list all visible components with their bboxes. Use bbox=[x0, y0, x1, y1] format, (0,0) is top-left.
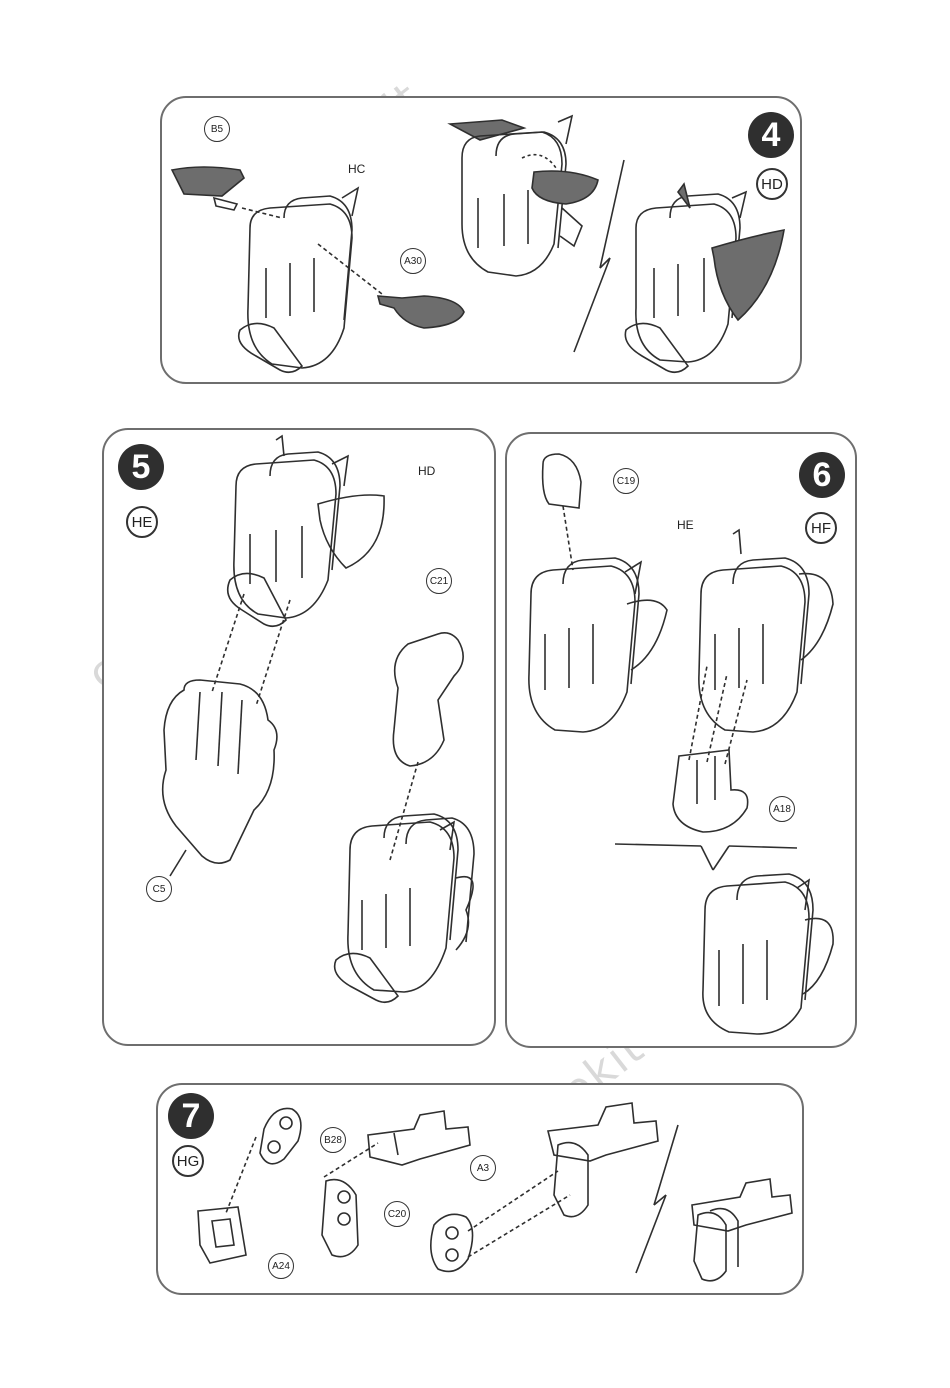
arrow-label: HC bbox=[348, 162, 365, 176]
step-4-illustration bbox=[162, 98, 804, 386]
step-number-badge: 6 bbox=[799, 452, 845, 498]
part-label-c5: C5 bbox=[146, 876, 172, 902]
part-label-c19: C19 bbox=[613, 468, 639, 494]
part-label-c20: C20 bbox=[384, 1201, 410, 1227]
group-label: HD bbox=[756, 168, 788, 200]
group-label: HF bbox=[805, 512, 837, 544]
part-label-a18: A18 bbox=[769, 796, 795, 822]
part-label-a3: A3 bbox=[470, 1155, 496, 1181]
group-label: HE bbox=[126, 506, 158, 538]
step-number-badge: 7 bbox=[168, 1093, 214, 1139]
part-label-b5: B5 bbox=[204, 116, 230, 142]
arrow-label: HD bbox=[418, 464, 435, 478]
step-7-illustration bbox=[158, 1085, 806, 1297]
part-label-a24: A24 bbox=[268, 1253, 294, 1279]
step-4-panel: 4 HD B5 A30 HC bbox=[160, 96, 802, 384]
step-6-panel: 6 HF C19 A18 HE bbox=[505, 432, 857, 1048]
part-label-b28: B28 bbox=[320, 1127, 346, 1153]
part-label-a30: A30 bbox=[400, 248, 426, 274]
group-label: HG bbox=[172, 1145, 204, 1177]
part-label-c21: C21 bbox=[426, 568, 452, 594]
step-7-panel: 7 HG B28 A3 C20 A24 bbox=[156, 1083, 804, 1295]
arrow-label: HE bbox=[677, 518, 694, 532]
step-number-badge: 5 bbox=[118, 444, 164, 490]
step-5-illustration bbox=[104, 430, 498, 1048]
step-number-badge: 4 bbox=[748, 112, 794, 158]
step-5-panel: 5 HE C21 C5 HD bbox=[102, 428, 496, 1046]
